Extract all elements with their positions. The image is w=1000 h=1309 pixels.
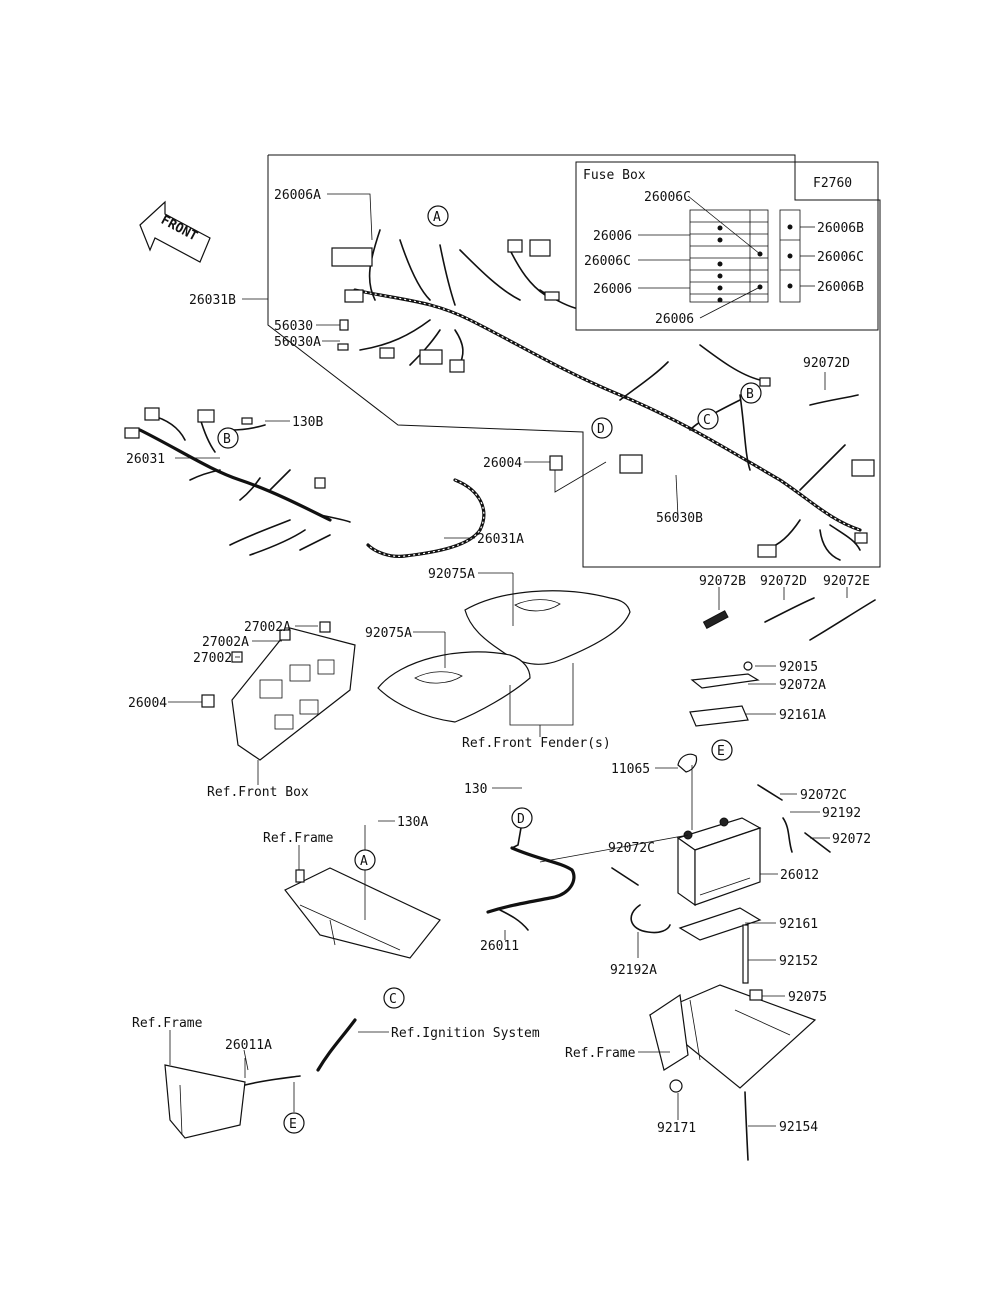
connector-e: E (717, 744, 725, 759)
ref-frame: Ref.Frame (132, 1016, 203, 1031)
fuse-label: 26006 (655, 312, 694, 327)
connector-b: B (223, 432, 231, 447)
front-fender-right (464, 590, 631, 665)
part-number-92072d: 92072D (803, 356, 850, 371)
part-number-26031b: 26031B (189, 293, 236, 308)
connector-a: A (360, 854, 368, 869)
frame-front (284, 845, 441, 959)
part-number-130a: 130A (397, 815, 428, 830)
part-number-130: 130 (464, 782, 487, 797)
part-number-92072b: 92072B (699, 574, 746, 589)
part-number-92072a: 92072A (779, 678, 826, 693)
fuse-label: 26006C (817, 250, 864, 265)
battery-assembly (611, 661, 831, 1161)
battery-cables (486, 821, 689, 931)
part-number-92072e: 92072E (823, 574, 870, 589)
callout-leaders (168, 193, 848, 1127)
ref-frame: Ref.Frame (565, 1046, 636, 1061)
part-number-26004: 26004 (483, 456, 522, 471)
part-number-92072d: 92072D (760, 574, 807, 589)
fuse-label: 26006C (584, 254, 631, 269)
ref-front-box: Ref.Front Box (207, 785, 309, 800)
battery-tray (648, 984, 817, 1093)
part-number-92072c: 92072C (608, 841, 655, 856)
sub-wiring-harness (124, 407, 351, 556)
part-number-92192a: 92192A (610, 963, 657, 978)
part-number-27002a: 27002A (202, 635, 249, 650)
part-number-92075a: 92075A (365, 626, 412, 641)
part-number-130b: 130B (292, 415, 323, 430)
fuse-box-panel: Fuse Box 26006C 26006 (575, 161, 879, 331)
battery (676, 817, 762, 907)
connector-c: C (703, 413, 711, 428)
part-number-92072c: 92072C (800, 788, 847, 803)
connector-d: D (597, 422, 605, 437)
part-number-92161a: 92161A (779, 708, 826, 723)
figure-code: F2760 (813, 176, 852, 191)
part-number-92192: 92192 (822, 806, 861, 821)
relay-26004 (549, 455, 563, 471)
part-number-56030: 56030 (274, 319, 313, 334)
fuse-label: 26006B (817, 280, 864, 295)
fuse-label: 26006 (593, 229, 632, 244)
part-number-92015: 92015 (779, 660, 818, 675)
part-number-92075a: 92075A (428, 567, 475, 582)
connector-b: B (746, 387, 754, 402)
part-number-92171: 92171 (657, 1121, 696, 1136)
callout-labels: 26006A 26031B 56030 56030A 130B 26031 26… (126, 188, 871, 1136)
ref-frame: Ref.Frame (263, 831, 334, 846)
part-number-26031a: 26031A (477, 532, 524, 547)
part-number-26031: 26031 (126, 452, 165, 467)
part-number-26011a: 26011A (225, 1038, 272, 1053)
fuse-label: 26006C (644, 190, 691, 205)
part-number-26004: 26004 (128, 696, 167, 711)
ref-front-fender: Ref.Front Fender(s) (462, 736, 611, 751)
part-number-27002a: 27002A (244, 620, 291, 635)
part-number-27002: 27002 (193, 651, 232, 666)
connector-c: C (389, 992, 397, 1007)
part-number-92154: 92154 (779, 1120, 818, 1135)
connector-e: E (289, 1117, 297, 1132)
part-number-11065: 11065 (611, 762, 650, 777)
part-number-92072: 92072 (832, 832, 871, 847)
wiring-harness-26031a (366, 478, 486, 558)
part-number-92152: 92152 (779, 954, 818, 969)
fuse-label: 26006B (817, 221, 864, 236)
fuse-label: 26006 (593, 282, 632, 297)
harness-group-border (267, 154, 881, 568)
connector-d: D (517, 812, 525, 827)
fuse-box-title: Fuse Box (583, 168, 646, 183)
part-number-26006a: 26006A (274, 188, 321, 203)
frame-rear (164, 1018, 357, 1139)
part-number-56030a: 56030A (274, 335, 321, 350)
part-number-26012: 26012 (780, 868, 819, 883)
connector-a: A (433, 210, 441, 225)
part-number-26011: 26011 (480, 939, 519, 954)
front-fender-left (377, 651, 531, 723)
part-number-92161: 92161 (779, 917, 818, 932)
front-arrow-icon: FRONT (139, 200, 211, 263)
connector-markers: A A B B C C D D E E (217, 205, 762, 1134)
reference-labels: Ref.Front Fender(s) Ref.Front Box Ref.Fr… (132, 736, 636, 1061)
part-number-92075: 92075 (788, 990, 827, 1005)
ref-ignition-system: Ref.Ignition System (391, 1026, 540, 1041)
part-number-56030b: 56030B (656, 511, 703, 526)
main-wiring-harness (331, 229, 875, 561)
cable-ties (702, 394, 876, 641)
